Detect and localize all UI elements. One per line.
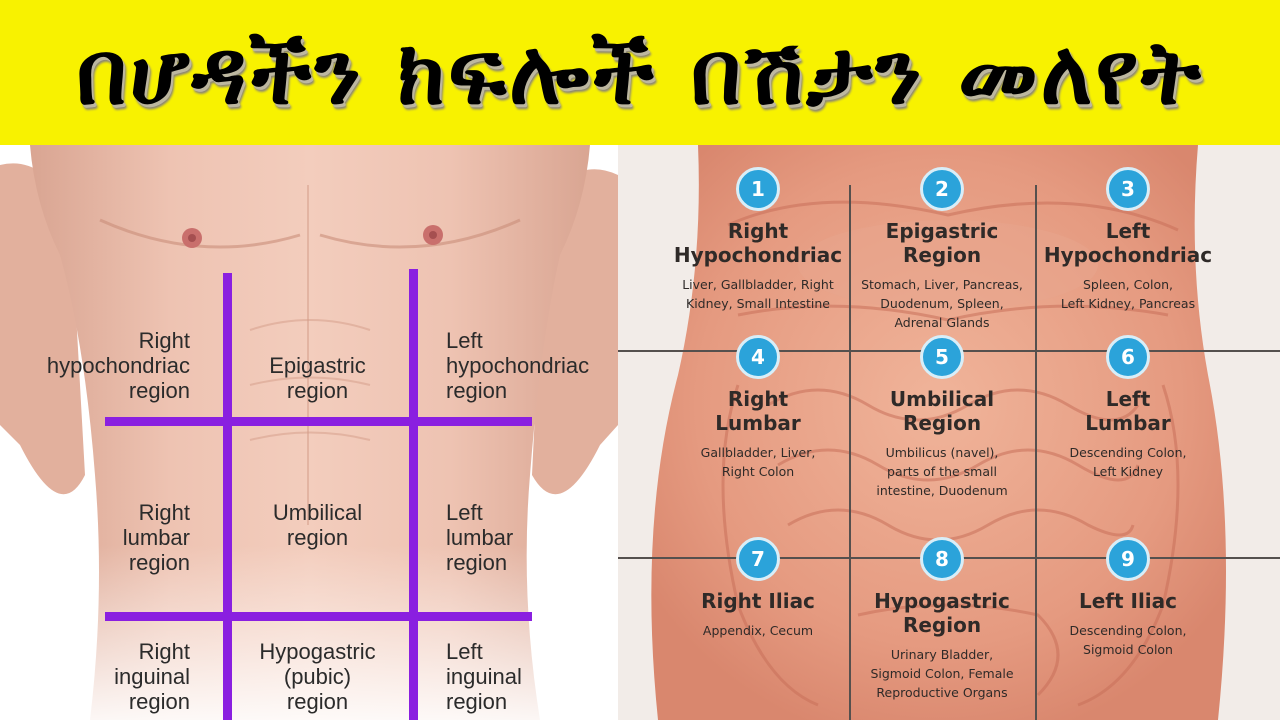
grid-line-vertical-left — [223, 273, 232, 720]
banner-title: በሆዳችን ክፍሎች በሽታን መለየት — [76, 19, 1204, 124]
label-hypogastric: Hypogastric(pubic)region — [259, 639, 376, 714]
region-number-badge: 4 — [736, 335, 780, 379]
region-organs: Spleen, Colon,Left Kidney, Pancreas — [1060, 277, 1196, 311]
region-organs: Appendix, Cecum — [702, 623, 814, 638]
grid-line-horizontal-bottom — [105, 612, 532, 621]
region-organs: Gallbladder, Liver,Right Colon — [700, 445, 816, 479]
region-7-right-iliac: 7 Right Iliac Appendix, Cecum — [658, 537, 858, 640]
grid-line-vertical-right — [409, 269, 418, 720]
title-banner: በሆዳችን ክፍሎች በሽታን መለየት — [0, 0, 1280, 145]
region-number-badge: 5 — [920, 335, 964, 379]
region-number-badge: 3 — [1106, 167, 1150, 211]
region-name: Left Iliac — [1078, 589, 1178, 613]
region-organs: Descending Colon,Sigmoid Colon — [1069, 623, 1187, 657]
region-organs: Stomach, Liver, Pancreas,Duodenum, Splee… — [861, 277, 1023, 330]
region-number-badge: 7 — [736, 537, 780, 581]
grid-line-horizontal-top — [105, 417, 532, 426]
region-organs: Descending Colon,Left Kidney — [1069, 445, 1187, 479]
region-number-badge: 6 — [1106, 335, 1150, 379]
region-number-badge: 8 — [920, 537, 964, 581]
region-number-badge: 2 — [920, 167, 964, 211]
region-name: Right Iliac — [701, 589, 815, 613]
region-number-badge: 1 — [736, 167, 780, 211]
region-line-vertical-right — [1035, 185, 1037, 720]
torso-illustration — [0, 145, 618, 720]
abdomen-illustration — [651, 145, 1226, 720]
region-line-vertical-left — [849, 185, 851, 720]
region-number-badge: 9 — [1106, 537, 1150, 581]
region-9-left-iliac: 9 Left Iliac Descending Colon,Sigmoid Co… — [1028, 537, 1228, 659]
